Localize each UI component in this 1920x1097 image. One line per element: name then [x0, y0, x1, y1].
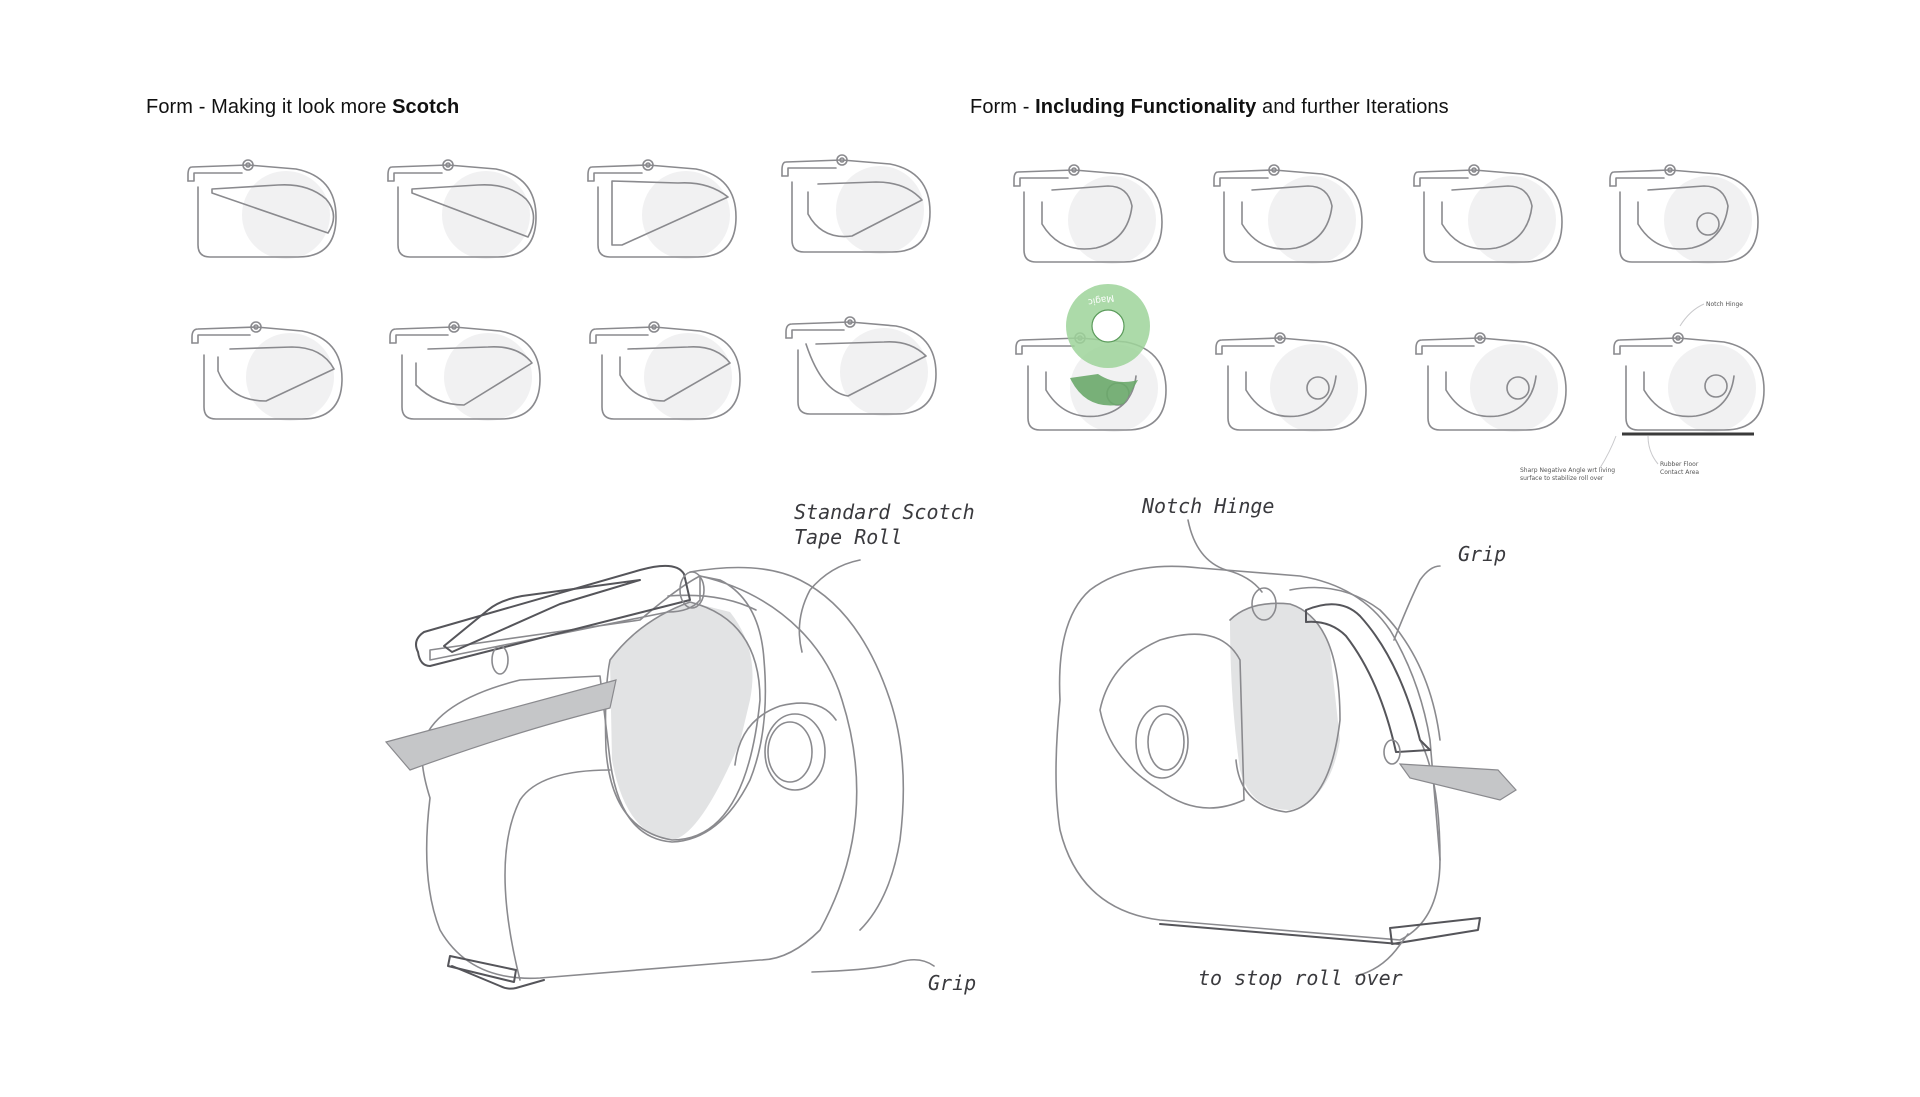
heading-left-bold: Scotch: [392, 96, 460, 118]
heading-left-prefix: Form - Making it look more: [146, 96, 393, 118]
label-grip-left: Grip: [928, 971, 976, 995]
main-sketch-right: [1055, 519, 1517, 977]
small-label-angle-1: Sharp Negative Angle wrt living: [1520, 467, 1615, 474]
functional-thumb-1: [1013, 164, 1163, 265]
iteration-thumb-4: [781, 154, 931, 255]
iteration-thumb-5: [191, 321, 343, 422]
small-label-rubber-1: Rubber Floor: [1660, 461, 1699, 468]
functional-thumb-8: [1613, 332, 1765, 436]
label-notch-hinge: Notch Hinge: [1141, 494, 1274, 518]
functional-thumb-2: [1213, 164, 1363, 265]
label-stop-roll: to stop roll over: [1198, 966, 1403, 990]
functional-thumb-7: [1415, 332, 1567, 433]
section-heading-right: Form - Including Functionality and furth…: [970, 96, 1449, 119]
iteration-thumb-3: [587, 159, 737, 260]
heading-right-bold: Including Functionality: [1035, 96, 1257, 118]
tape-roll-photo: Magic: [1066, 284, 1150, 406]
label-grip-right: Grip: [1458, 542, 1506, 566]
iteration-thumb-6: [389, 321, 541, 422]
small-label-angle-2: surface to stabilize roll over: [1520, 475, 1604, 482]
small-label-rubber-2: Contact Area: [1660, 469, 1699, 476]
iteration-thumb-7: [589, 321, 741, 422]
heading-right-suffix: and further Iterations: [1256, 96, 1449, 118]
functional-thumb-6: [1215, 332, 1367, 433]
tape-label: Magic: [1087, 292, 1115, 306]
functional-thumb-4: [1609, 164, 1759, 265]
functional-thumb-5: Magic: [1015, 284, 1167, 433]
section-heading-left: Form - Making it look more Scotch: [146, 96, 459, 119]
functional-thumb-3: [1413, 164, 1563, 265]
iteration-thumb-1: [187, 159, 337, 260]
iteration-thumb-8: [785, 316, 937, 417]
small-label-notch-hinge: Notch Hinge: [1706, 301, 1743, 308]
heading-right-prefix: Form -: [970, 96, 1036, 118]
main-sketch-left: [384, 559, 935, 990]
label-tape-roll: Tape Roll: [794, 525, 902, 549]
label-standard-scotch: Standard Scotch: [794, 500, 975, 524]
iteration-thumb-2: [387, 159, 537, 260]
